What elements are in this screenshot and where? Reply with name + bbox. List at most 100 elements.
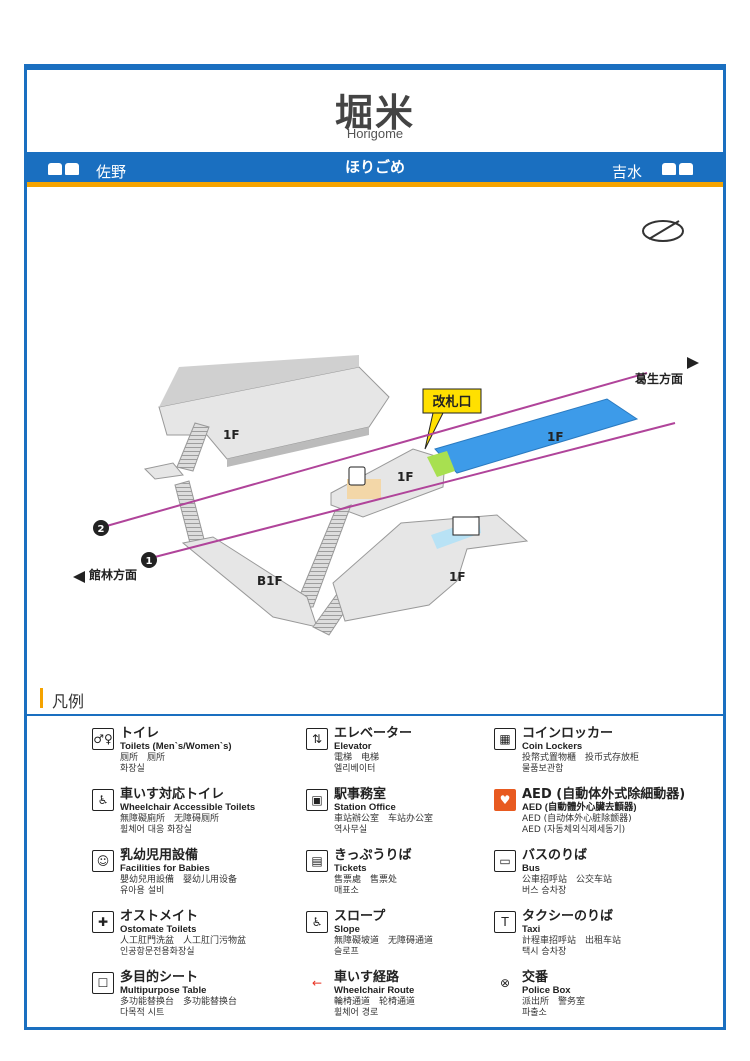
station-office-icon: ▣ [306,789,328,811]
legend-ko: AED (자동체외식제세동기) [522,825,626,835]
locker-icon: ▦ [494,728,516,750]
legend-ko: 휠체어 경로 [334,1008,379,1018]
legend-en: Tickets [334,863,367,874]
legend-jp: オストメイト [120,909,199,924]
multipurpose-table-icon: ☐ [92,972,114,994]
train-icon [662,163,676,175]
legend-accent [40,688,43,708]
legend-zh: 售票處 售票处 [334,875,398,885]
legend-zh: 無障礙坡道 无障碍通道 [334,936,434,946]
legend-en: Elevator [334,741,372,752]
legend-ko: 버스 승차장 [522,886,567,896]
train-icon [65,163,79,175]
legend-ko: 다목적 시트 [120,1008,165,1018]
ticket-icon: ▤ [306,850,328,872]
track-1-marker [141,552,157,568]
station-office-icon [348,466,366,486]
track-2-marker [93,520,109,536]
legend-zh: AED (自动体外心脏除颤器) [522,814,632,824]
train-icon [679,163,693,175]
legend-en: Ostomate Toilets [120,924,197,935]
bus-icon: ▭ [494,850,516,872]
legend-en: Multipurpose Table [120,985,207,996]
ticket-gate-text: 改札口 [432,394,471,410]
legend-ko: 파출소 [522,1008,547,1018]
slope-icon: ♿ [306,911,328,933]
wheelchair-toilet-icon: ♿ [92,789,114,811]
legend-ko: 물품보관함 [522,764,564,774]
floor-label: 1F [449,570,466,584]
legend-zh: 人工肛門洗盆 人工肛门污物盆 [120,936,247,946]
legend-zh: 多功能替换台 多功能替换台 [120,997,238,1007]
map-frame [24,64,726,1030]
toilet-icon: ♂♀ [92,728,114,750]
station-band [27,152,723,182]
ticket-gate [427,451,455,477]
legend-jp: 駅事務室 [334,787,387,802]
ticket-gate-label [422,388,482,450]
track-2-number: 2 [98,524,105,535]
legend-jp: AED (自動体外式除細動器) [522,787,686,802]
baby-icon: ☺ [92,850,114,872]
legend-en: Slope [334,924,360,935]
legend-ko: 역사무실 [334,825,368,835]
station-floor-map: 1F 1F 1F B1F 1F 改札口 2 1 葛生方面 館林方面 [73,220,699,636]
elevator-icon: ⇅ [306,728,328,750]
legend-ko: 슬로프 [334,947,359,957]
legend-ko: 매표소 [334,886,359,896]
station-name-hira: ほりごめ [344,158,405,176]
legend-jp: 多目的シート [120,970,199,985]
station-name-en: Horigome [346,126,404,141]
station-name: 堀米 [334,91,415,135]
legend-zh: 無障礙廁所 无障碍厕所 [120,814,220,824]
legend-jp: 車いす経路 [334,970,400,985]
floor-b1f [181,536,318,628]
legend-jp: タクシーのりば [522,909,614,924]
taxi-icon: T [494,911,516,933]
wheelchair-route-icon: ← [306,972,328,994]
legend-jp: コインロッカー [522,726,614,741]
aed-icon: ♥ [494,789,516,811]
floor-label: 1F [397,470,414,484]
floor-label: B1F [257,574,283,588]
legend-jp: 車いす対応トイレ [120,787,225,802]
legend-jp: 交番 [522,970,549,985]
legend-en: Coin Lockers [522,741,583,752]
legend-zh: 車站辦公室 车站办公室 [334,814,434,824]
legend-ko: 휠체어 대응 화장실 [120,825,192,835]
arrow-left-icon [73,571,85,583]
legend-en: Taxi [522,924,541,935]
legend-item: AED (自動体外式除細動器)AED (自動體外心臟去顫器)AED (自动体外心… [522,787,685,836]
floor-1f-lower [332,514,529,622]
legend-en: Wheelchair Route [334,985,415,996]
legend-rule [27,714,723,716]
floor-landing [143,462,184,480]
toilet-icon [452,516,480,536]
next-station: 吉水 [612,163,643,181]
legend-ko: 유아용 설비 [120,886,165,896]
police-box-icon: ⊗ [494,972,516,994]
legend-en: AED (自動體外心臟去顫器) [522,802,637,813]
legend-zh: 計程車招呼站 出租车站 [522,936,622,946]
stairs [174,480,206,548]
legend-zh: 厕所 厕所 [120,753,166,763]
legend-ko: 화장실 [120,764,145,774]
legend-en: Facilities for Babies [120,863,210,874]
legend-zh: 公車招呼站 公交车站 [522,875,613,885]
compass-icon [642,220,684,242]
legend-en: Wheelchair Accessible Toilets [120,802,256,813]
legend-zh: 電梯 电梯 [334,753,380,763]
train-icon [48,163,62,175]
legend-ko: 택시 승차장 [522,947,567,957]
legend-en: Toilets (Men`s/Women`s) [120,741,232,752]
